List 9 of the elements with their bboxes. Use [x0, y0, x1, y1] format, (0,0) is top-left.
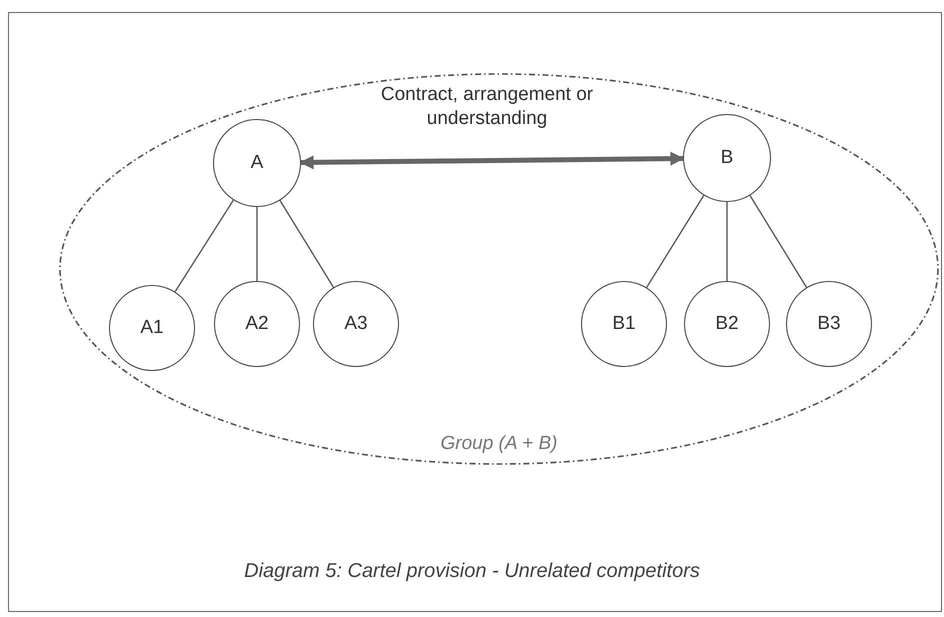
connector-line: [726, 202, 728, 281]
connector-line: [749, 195, 808, 288]
group-label: Group (A + B): [440, 432, 558, 456]
connector-line: [646, 195, 704, 288]
caption: Diagram 5: Cartel provision - Unrelated competitors: [243, 559, 701, 584]
connector-line: [174, 200, 234, 292]
double-arrow: [300, 152, 684, 170]
connector-line: [280, 200, 334, 288]
connector-line: [256, 207, 258, 281]
